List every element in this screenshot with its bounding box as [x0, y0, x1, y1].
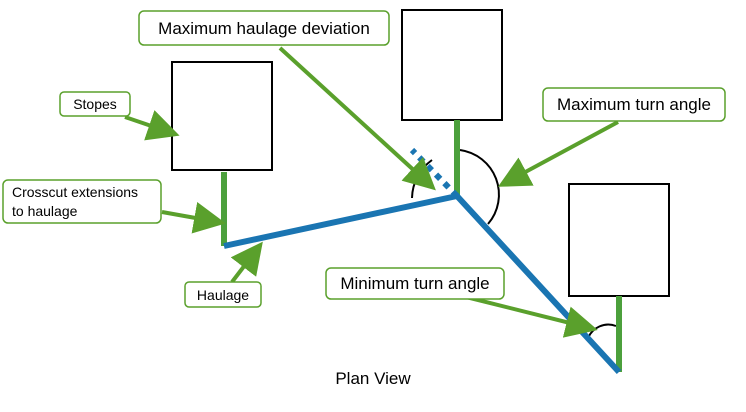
callout-crosscut-line1: Crosscut extensions — [12, 184, 138, 200]
stope-top — [401, 9, 503, 121]
arrow-haulage — [230, 241, 263, 284]
arrow-stopes — [124, 110, 180, 141]
arrow-max-turn — [497, 120, 619, 187]
callout-max-deviation: Maximum haulage deviation — [138, 10, 390, 46]
max-turn-arc — [459, 149, 500, 225]
callout-crosscut-line2: to haulage — [12, 203, 78, 219]
arrow-min-turn — [461, 294, 598, 338]
callout-haulage: Haulage — [184, 281, 262, 308]
caption-plan-view: Plan View — [335, 369, 411, 388]
callout-stopes: Stopes — [59, 91, 131, 117]
callout-min-turn-text: Minimum turn angle — [340, 274, 489, 293]
arrow-crosscut — [161, 202, 226, 234]
stope-left — [171, 61, 273, 171]
callout-max-turn-text: Maximum turn angle — [557, 95, 711, 114]
callout-max-turn: Maximum turn angle — [542, 87, 726, 122]
arrow-max-deviation — [278, 46, 436, 191]
callout-max-deviation-text: Maximum haulage deviation — [158, 19, 370, 38]
callout-crosscut: Crosscut extensions to haulage — [2, 179, 162, 224]
callout-haulage-text: Haulage — [197, 287, 249, 303]
stope-right — [568, 183, 670, 297]
callout-stopes-text: Stopes — [73, 96, 117, 112]
min-turn-arc — [587, 323, 617, 339]
callout-min-turn: Minimum turn angle — [325, 267, 505, 300]
